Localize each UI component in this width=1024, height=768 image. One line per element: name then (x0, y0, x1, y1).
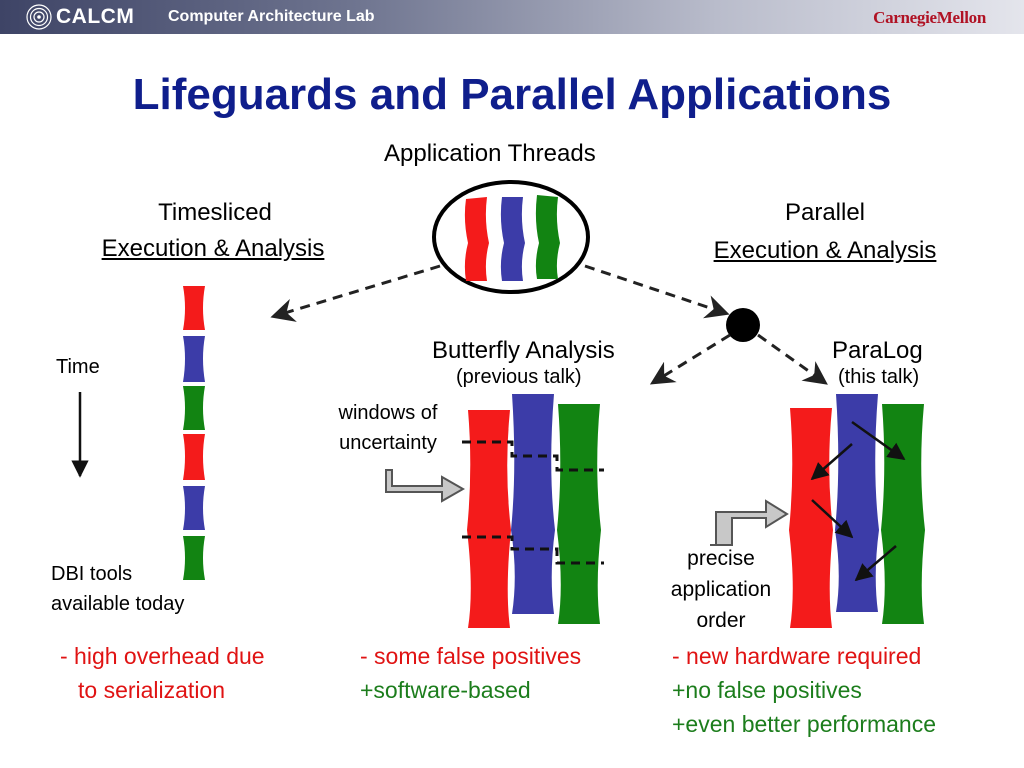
app-threads-circle (432, 180, 590, 294)
app-thread-red (464, 197, 489, 281)
timesliced-subtitle: Execution & Analysis (101, 235, 325, 262)
arrow-to-timesliced (270, 264, 441, 322)
arrow-to-paralog (757, 333, 828, 385)
lab-name: Computer Architecture Lab (168, 8, 375, 25)
precise-line2: application (670, 578, 772, 601)
arrow-to-parallel (584, 264, 730, 319)
windows-pointer-arrow (385, 469, 466, 503)
paralog-title: ParaLog (832, 337, 923, 364)
butterfly-drawback: - some false positives (360, 643, 582, 669)
arrow-to-butterfly (649, 333, 731, 385)
dbi-line2: available today (51, 593, 185, 615)
butterfly-threads (467, 394, 601, 628)
time-label: Time (56, 356, 100, 378)
calcm-logo-text: CALCM (56, 5, 135, 28)
dbi-line1: DBI tools (51, 563, 133, 585)
timesliced-title: Timesliced (158, 199, 272, 226)
paralog-note: (this talk) (838, 366, 920, 388)
precise-line1: precise (687, 547, 755, 570)
app-thread-green (535, 195, 560, 279)
paralog-threads (789, 394, 925, 628)
paralog-benefit-2: +even better performance (672, 711, 937, 737)
windows-line2: uncertainty (339, 432, 437, 454)
slide-title: Lifeguards and Parallel Applications (132, 70, 892, 119)
paralog-drawback: - new hardware required (672, 643, 922, 669)
uncertainty-windows (462, 440, 604, 565)
parallel-subtitle: Execution & Analysis (713, 237, 937, 264)
butterfly-title: Butterfly Analysis (432, 337, 615, 364)
header-bar: CALCM Computer Architecture Lab Carnegie… (0, 0, 1024, 34)
branch-node (726, 308, 760, 342)
timesliced-drawback-1: - high overhead due (60, 643, 265, 669)
app-threads-label: Application Threads (384, 140, 596, 167)
windows-line1: windows of (338, 402, 438, 424)
ordering-arrows (810, 420, 906, 582)
timesliced-thread-column (183, 286, 205, 580)
timesliced-drawback-2: to serialization (78, 677, 226, 703)
precise-line3: order (696, 609, 746, 632)
university-logo: CarnegieMellon (873, 8, 986, 27)
paralog-benefit-1: +no false positives (672, 677, 862, 703)
parallel-title: Parallel (784, 199, 866, 226)
calcm-logo-icon (26, 4, 52, 30)
butterfly-benefit: +software-based (360, 677, 531, 703)
app-thread-blue (500, 197, 525, 281)
precise-pointer-arrow (710, 499, 789, 546)
butterfly-note: (previous talk) (456, 366, 582, 388)
